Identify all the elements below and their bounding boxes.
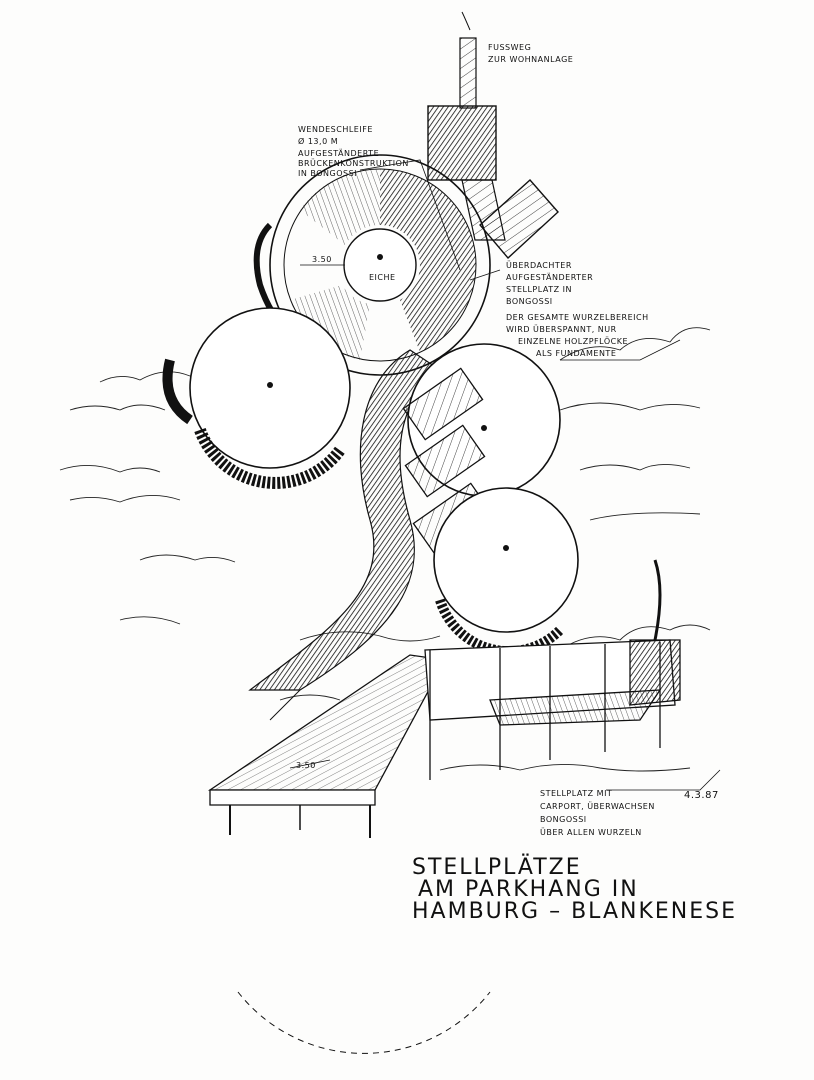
lower-ramp (207, 654, 447, 838)
turning-loop-label: WENDESCHLEIFE Ø 13,0 M AUFGESTÄNDERTE BR… (298, 125, 412, 178)
tree-label: EICHE (369, 273, 396, 282)
covered-parking-label: ÜBERDACHTER AUFGESTÄNDERTER STELLPLATZ I… (506, 260, 596, 306)
leader-lines (359, 159, 721, 791)
dim-ramp-label: 3.50 (296, 761, 316, 770)
tree-left (162, 307, 351, 489)
drawing-title: STELLPLÄTZE AM PARKHANG IN HAMBURG – BLA… (412, 854, 737, 924)
covered-parking-upper (479, 179, 559, 260)
date-label: 4.3.87 (684, 790, 719, 801)
dim-loop-label: 3.50 (312, 255, 332, 264)
tree-lower (433, 487, 579, 657)
dim-line-ramp (289, 759, 331, 769)
dashed-arc (237, 991, 491, 1054)
root-area-label: DER GESAMTE WURZELBEREICH WIRD ÜBERSPANN… (506, 313, 652, 358)
serpentine-ramp (248, 349, 442, 721)
footpath-label: FUSSWEG ZUR WOHNANLAGE (488, 43, 573, 64)
carport-pergola (424, 559, 681, 780)
carport-label: STELLPLATZ MIT CARPORT, ÜBERWACHSEN BONG… (540, 789, 658, 837)
